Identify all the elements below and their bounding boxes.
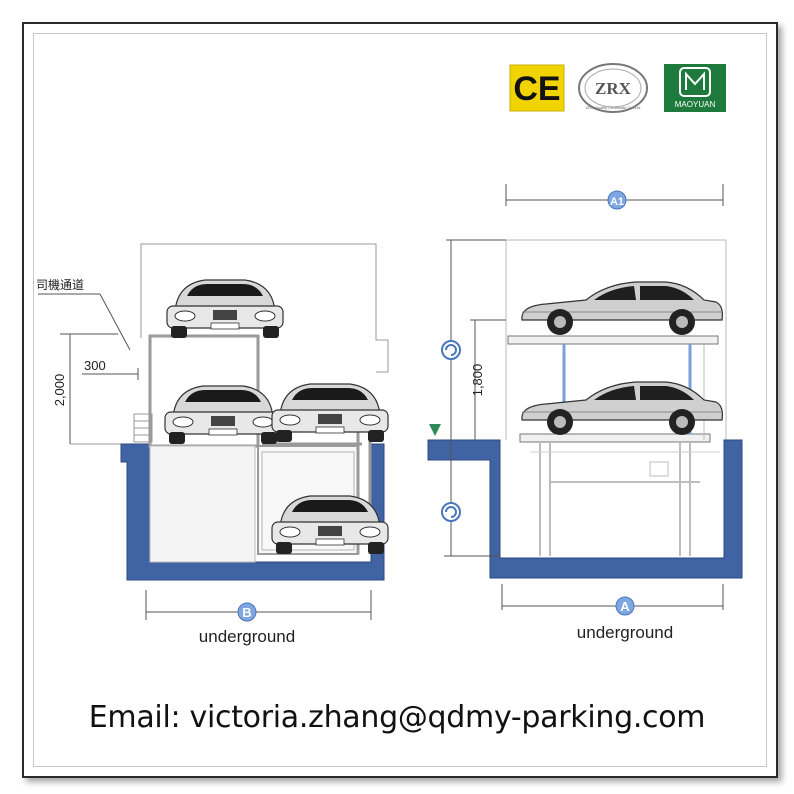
ground-level-marker-icon — [429, 424, 441, 436]
left-underground-label: underground — [199, 627, 295, 646]
height-marker-upper-icon — [441, 340, 461, 360]
left-height-dimension: 2,000 — [52, 374, 67, 407]
left-diagram: 2,000 300 司機通道 B underground — [36, 243, 389, 646]
car-front-mid-right — [271, 383, 389, 443]
maoyuan-logo: MAOYUAN — [664, 64, 726, 112]
svg-text:A: A — [620, 599, 630, 614]
marker-a-icon — [615, 596, 635, 616]
car-front-pit-right — [271, 495, 389, 555]
car-front-top-left — [166, 279, 284, 339]
car-side-upper — [521, 281, 724, 336]
driver-passage-label: 司機通道 — [36, 277, 84, 292]
marker-a1-icon — [607, 190, 627, 210]
svg-text:ZRX Quality Certificate Co.,Lt: ZRX Quality Certificate Co.,Ltd — [586, 105, 641, 110]
right-diagram: A1 1,800 — [427, 184, 743, 642]
svg-text:CE: CE — [513, 70, 560, 108]
image-inner-border — [33, 33, 767, 767]
svg-text:ZRX: ZRX — [595, 79, 632, 98]
right-underground-label: underground — [577, 623, 673, 642]
car-side-lower — [521, 381, 724, 436]
svg-text:A1: A1 — [610, 196, 624, 208]
left-width-dimension: 300 — [84, 358, 106, 373]
marker-b-icon — [237, 602, 257, 622]
zrx-logo: ZRX ZRX Quality Certificate Co.,Ltd — [578, 63, 648, 113]
contact-email: Email: victoria.zhang@qdmy-parking.com — [88, 700, 706, 735]
svg-text:B: B — [242, 605, 251, 620]
right-height-dimension: 1,800 — [470, 364, 485, 397]
ce-logo: CE — [509, 64, 565, 112]
car-front-mid-left — [164, 385, 282, 445]
svg-text:MAOYUAN: MAOYUAN — [675, 100, 716, 109]
height-marker-lower-icon — [441, 502, 461, 522]
